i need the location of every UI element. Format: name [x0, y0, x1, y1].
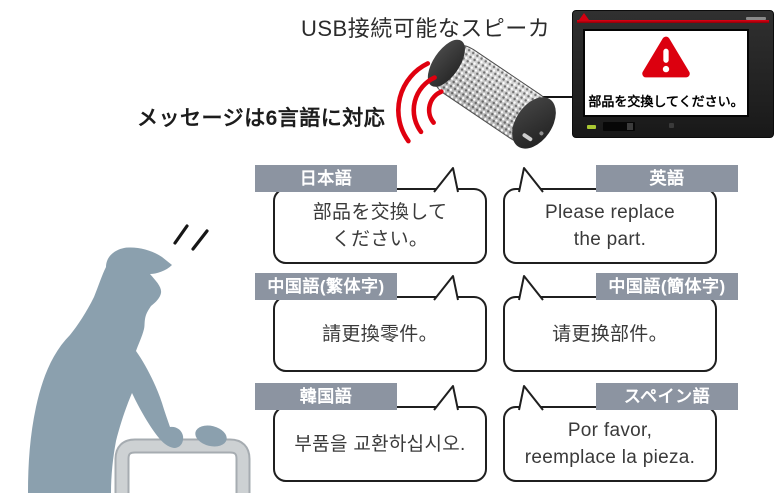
speech-bubble-english: 英語 Please replace the part.	[503, 165, 738, 264]
bezel-red-stripe	[577, 20, 769, 23]
bubble-tail-icon	[433, 385, 459, 411]
power-led	[587, 125, 596, 129]
bubble-tail-icon	[433, 167, 459, 193]
speech-bubble-chinese-simplified: 中国語(簡体字) 请更换部件。	[503, 273, 738, 372]
hmi-display: 部品を交換してください。	[572, 10, 774, 138]
worker-far-hand	[195, 425, 227, 447]
bubble-tail-icon	[518, 385, 544, 411]
speech-bubble-japanese: 日本語 部品を交換して ください。	[255, 165, 487, 264]
speaker-usb-port	[521, 132, 534, 142]
six-language-caption: メッセージは6言語に対応	[137, 107, 386, 130]
alert-screen: 部品を交換してください。	[583, 29, 749, 117]
language-tag-chinese-simplified: 中国語(簡体字)	[596, 273, 738, 300]
speech-bubble-chinese-traditional: 中国語(繁体字) 請更換零件。	[255, 273, 487, 372]
bubble-message: Por favor, reemplace la pieza.	[524, 420, 696, 468]
speaker-cable	[527, 96, 574, 98]
language-tag-japanese: 日本語	[255, 165, 397, 192]
speech-bubble-spanish: スペイン語 Por favor, reemplace la pieza.	[503, 383, 738, 482]
bubble-tail-icon	[433, 275, 459, 301]
bezel-mark	[669, 123, 674, 128]
bubble-message: 部品を交換して ください。	[312, 202, 448, 250]
alert-message: 部品を交換してください。	[588, 94, 744, 109]
brand-logo-icon	[579, 13, 589, 20]
speech-bubble-korean: 韓国語 부품을 교환하십시오.	[255, 383, 487, 482]
worker-silhouette	[28, 224, 251, 493]
bubble-message: Please replace the part.	[545, 202, 675, 250]
bubble-tail-icon	[518, 275, 544, 301]
page-title: USB接続可能なスピーカ	[301, 16, 551, 41]
language-tag-english: 英語	[596, 165, 738, 192]
notice-marks-icon	[173, 224, 209, 251]
warning-triangle-icon	[642, 36, 690, 78]
language-tag-chinese-traditional: 中国語(繁体字)	[255, 273, 397, 300]
usb-slot	[603, 122, 635, 131]
language-tag-spanish: スペイン語	[596, 383, 738, 410]
model-text-mark	[746, 17, 766, 20]
speaker-jack	[538, 130, 545, 137]
bubble-message: 請更換零件。	[322, 323, 438, 345]
language-tag-korean: 韓国語	[255, 383, 397, 410]
bubble-message: 请更换部件。	[552, 323, 668, 345]
cart-handle	[114, 438, 251, 493]
speaker-port-cap	[503, 89, 565, 157]
sound-waves-icon	[396, 61, 444, 144]
bubble-message: 부품을 교환하십시오.	[294, 433, 466, 455]
worker-body	[28, 247, 184, 493]
bubble-tail-icon	[518, 167, 544, 193]
